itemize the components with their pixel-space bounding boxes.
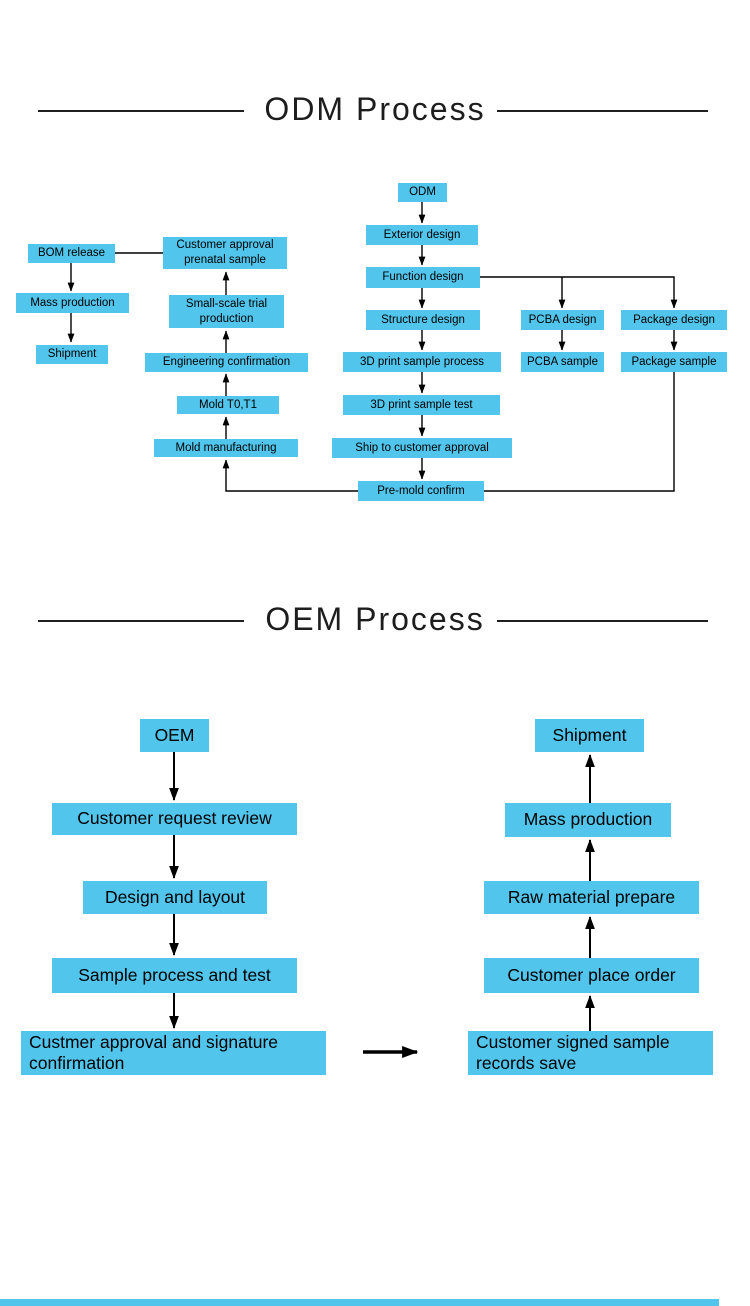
- oem-title-rule-left: [38, 620, 244, 622]
- bottom-banner-strip: [0, 1299, 719, 1306]
- odm-title-rule-left: [38, 110, 244, 112]
- flow-node-shipment: Shipment: [36, 345, 108, 364]
- flow-node-customer-place-order: Customer place order: [484, 958, 699, 993]
- odm-title-rule-right: [497, 110, 708, 112]
- flow-node-engineering-confirmation: Engineering confirmation: [145, 353, 308, 372]
- flow-node-mass-production-oem: Mass production: [505, 803, 671, 837]
- flow-connector: [484, 372, 675, 492]
- oem-title-rule-right: [497, 620, 708, 622]
- flow-node-design-and-layout: Design and layout: [83, 881, 267, 914]
- flow-node-ship-to-customer-approval: Ship to customer approval: [332, 438, 512, 458]
- flow-node-shipment-oem: Shipment: [535, 719, 644, 752]
- oem-connectors: [169, 752, 595, 1059]
- oem-section-title: OEM Process: [265, 601, 485, 637]
- odm-section-title: ODM Process: [264, 91, 486, 127]
- flow-node-odm-root: ODM: [398, 183, 447, 202]
- flow-node-pcba-sample: PCBA sample: [521, 352, 604, 372]
- flow-node-mold-manufacturing: Mold manufacturing: [154, 439, 298, 457]
- flow-node-function-design: Function design: [366, 267, 480, 288]
- flow-node-pcba-design: PCBA design: [521, 310, 604, 330]
- flow-node-package-sample: Package sample: [621, 352, 727, 372]
- flow-connector: [222, 459, 358, 492]
- flow-node-mass-production: Mass production: [16, 293, 129, 313]
- flow-node-pre-mold-confirm: Pre-mold confirm: [358, 481, 484, 501]
- flow-node-structure-design: Structure design: [366, 310, 480, 330]
- flow-node-customer-request-review: Customer request review: [52, 803, 297, 835]
- flow-node-sample-process-and-test: Sample process and test: [52, 958, 297, 993]
- flow-node-print-sample-process: 3D print sample process: [343, 352, 501, 372]
- odm-connectors: [67, 202, 678, 492]
- flow-connector: [480, 276, 678, 309]
- flow-node-raw-material-prepare: Raw material prepare: [484, 881, 699, 914]
- flow-node-exterior-design: Exterior design: [366, 225, 478, 245]
- flow-node-mold-t0-t1: Mold T0,T1: [177, 396, 279, 414]
- flow-node-package-design: Package design: [621, 310, 727, 330]
- flow-node-print-sample-test: 3D print sample test: [343, 395, 500, 415]
- flow-node-bom-release: BOM release: [28, 244, 115, 263]
- flow-node-oem-root: OEM: [140, 719, 209, 752]
